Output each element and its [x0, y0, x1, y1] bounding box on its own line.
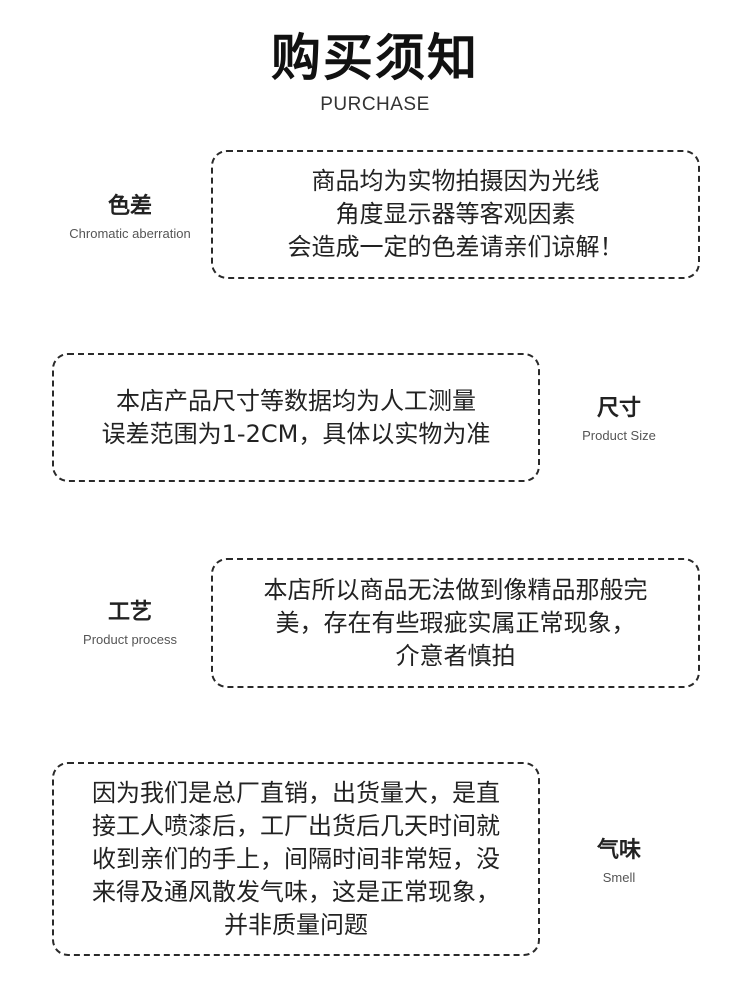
section-subtitle: Product process [83, 632, 177, 647]
notice-line: 会造成一定的色差请亲们谅解！ [287, 233, 624, 261]
notice-line: 美，存在有些瑕疵实属正常现象， [275, 608, 636, 637]
section-title: 尺寸 [596, 396, 641, 421]
notice-line: 商品均为实物拍摄因为光线 [311, 167, 600, 195]
notice-box-smell: 因为我们是总厂直销，出货量大，是直 接工人喷漆后，工厂出货后几天时间就 收到亲们… [52, 762, 540, 956]
section-label-color: 色差 Chromatic aberration [40, 192, 220, 243]
page-title: 购买须知 [271, 29, 479, 87]
notice-line: 并非质量问题 [224, 910, 368, 939]
section-subtitle: Chromatic aberration [69, 226, 191, 241]
notice-line: 本店产品尺寸等数据均为人工测量 [116, 386, 476, 415]
notice-line: 接工人喷漆后，工厂出货后几天时间就 [92, 811, 500, 840]
notice-box-color: 商品均为实物拍摄因为光线 角度显示器等客观因素 会造成一定的色差请亲们谅解！ [211, 150, 700, 279]
notice-line: 角度显示器等客观因素 [335, 200, 576, 228]
section-label-process: 工艺 Product process [40, 598, 220, 649]
notice-box-process: 本店所以商品无法做到像精品那般完 美，存在有些瑕疵实属正常现象， 介意者慎拍 [211, 558, 700, 688]
notice-line: 误差范围为1-2CM，具体以实物为准 [101, 419, 491, 448]
section-title: 气味 [596, 838, 641, 863]
section-title: 色差 [107, 194, 152, 219]
page-subtitle: PURCHASE [320, 94, 430, 115]
notice-line: 来得及通风散发气味，这是正常现象， [92, 877, 500, 906]
notice-line: 收到亲们的手上，间隔时间非常短，没 [92, 844, 500, 873]
notice-line: 本店所以商品无法做到像精品那般完 [263, 575, 648, 604]
notice-line: 介意者慎拍 [395, 641, 516, 670]
section-title: 工艺 [107, 600, 152, 625]
notice-box-size: 本店产品尺寸等数据均为人工测量 误差范围为1-2CM，具体以实物为准 [52, 353, 540, 482]
notice-line: 因为我们是总厂直销，出货量大，是直 [92, 778, 500, 807]
section-subtitle: Smell [602, 870, 636, 885]
section-label-smell: 气味 Smell [529, 836, 709, 887]
section-label-size: 尺寸 Product Size [529, 394, 709, 445]
section-subtitle: Product Size [582, 428, 656, 443]
